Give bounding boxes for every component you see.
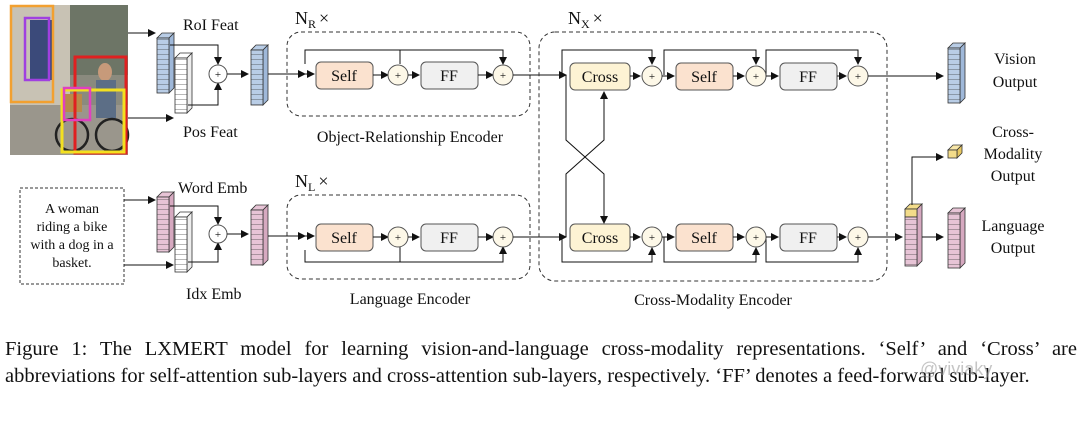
sentence-line-3: with a dog in a	[30, 238, 114, 253]
n-r-label: NR×	[295, 8, 329, 31]
vision-output-vector	[947, 42, 966, 104]
svg-text:FF: FF	[799, 230, 817, 247]
lxmert-architecture-diagram: A woman riding a bike with a dog in a ba…	[9, 4, 1045, 309]
svg-text:+: +	[215, 229, 221, 241]
svg-text:Self: Self	[331, 230, 357, 247]
language-sequence-output	[904, 203, 923, 267]
roi-feature-vector	[156, 32, 175, 94]
word-emb-label: Word Emb	[178, 180, 247, 197]
cross-modality-encoder: NX× Cross + Self + FF + Cross +	[538, 8, 944, 309]
svg-text:+: +	[395, 232, 401, 244]
svg-text:Self: Self	[691, 230, 717, 247]
svg-text:+: +	[649, 71, 655, 83]
svg-text:Cross: Cross	[582, 69, 618, 86]
figure-caption: Figure 1: The LXMERT model for learning …	[5, 338, 1077, 387]
cross-output-label-3: Output	[991, 168, 1036, 185]
svg-text:Self: Self	[331, 68, 357, 85]
input-sentence-box: A woman riding a bike with a dog in a ba…	[19, 187, 125, 285]
language-output-label-2: Output	[991, 240, 1036, 257]
cross-output-label-2: Modality	[984, 146, 1043, 163]
pos-feature-vector	[174, 52, 193, 114]
input-image	[9, 4, 130, 155]
idx-embedding-vector	[174, 211, 193, 273]
cross-encoder-label: Cross-Modality Encoder	[634, 292, 792, 309]
svg-text:FF: FF	[440, 230, 458, 247]
sentence-line-2: riding a bike	[37, 220, 108, 235]
svg-text:+: +	[855, 71, 861, 83]
sentence-line-4: basket.	[52, 256, 91, 271]
idx-emb-label: Idx Emb	[186, 286, 242, 303]
language-embedding-vector	[250, 204, 269, 266]
watermark: @viviaky	[920, 359, 993, 379]
vision-embedding-vector	[250, 44, 269, 106]
cross-output-label-1: Cross-	[992, 124, 1034, 141]
object-relationship-encoder: NR× Self + FF + Object-Relationship Enco…	[286, 8, 567, 146]
language-encoder: NL× Self + FF + Language Encoder	[286, 171, 567, 308]
roi-feat-label: RoI Feat	[183, 17, 239, 34]
svg-text:Cross: Cross	[582, 230, 618, 247]
svg-text:Self: Self	[691, 69, 717, 86]
object-encoder-label: Object-Relationship Encoder	[317, 129, 504, 146]
language-encoder-label: Language Encoder	[350, 291, 471, 308]
vision-output-label-1: Vision	[994, 51, 1036, 68]
svg-text:+: +	[215, 69, 221, 81]
pos-feat-label: Pos Feat	[183, 124, 238, 141]
svg-text:+: +	[855, 232, 861, 244]
svg-text:+: +	[753, 71, 759, 83]
n-x-label: NX×	[568, 8, 603, 31]
language-output-vector	[947, 207, 966, 269]
svg-text:FF: FF	[799, 69, 817, 86]
svg-text:+: +	[500, 70, 506, 82]
cross-modality-output-cube	[947, 144, 963, 159]
svg-text:+: +	[753, 232, 759, 244]
vision-output-label-2: Output	[993, 74, 1038, 91]
svg-text:+: +	[649, 232, 655, 244]
sentence-line-1: A woman	[45, 202, 99, 217]
svg-text:FF: FF	[440, 68, 458, 85]
n-l-label: NL×	[295, 171, 329, 194]
language-output-label-1: Language	[981, 218, 1044, 235]
word-embedding-vector	[156, 191, 175, 253]
svg-text:+: +	[395, 70, 401, 82]
svg-text:+: +	[500, 232, 506, 244]
